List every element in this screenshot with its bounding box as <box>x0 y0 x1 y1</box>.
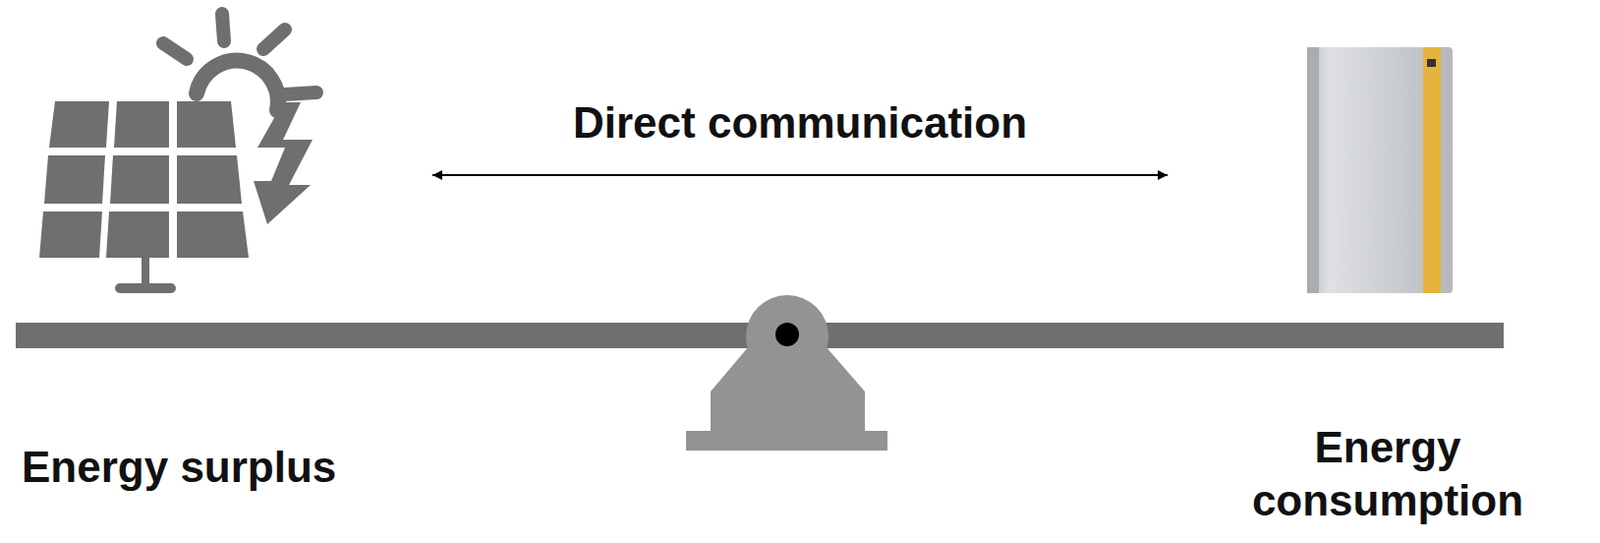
node-label: Energy consumption <box>1230 420 1545 527</box>
node-label: Energy surplus <box>21 440 425 494</box>
heat-pump-icon <box>1307 47 1453 293</box>
node-region: Energy consumption <box>1167 0 1591 539</box>
seesaw-pivot <box>685 294 888 451</box>
sun-bolt-icon <box>163 13 317 111</box>
solar-panel-icon <box>39 101 249 293</box>
node-region: Energy surplus <box>19 0 433 531</box>
lightning-bolt <box>253 102 313 225</box>
double-arrow <box>432 173 1168 176</box>
edge-label: Direct communication <box>569 96 1031 150</box>
